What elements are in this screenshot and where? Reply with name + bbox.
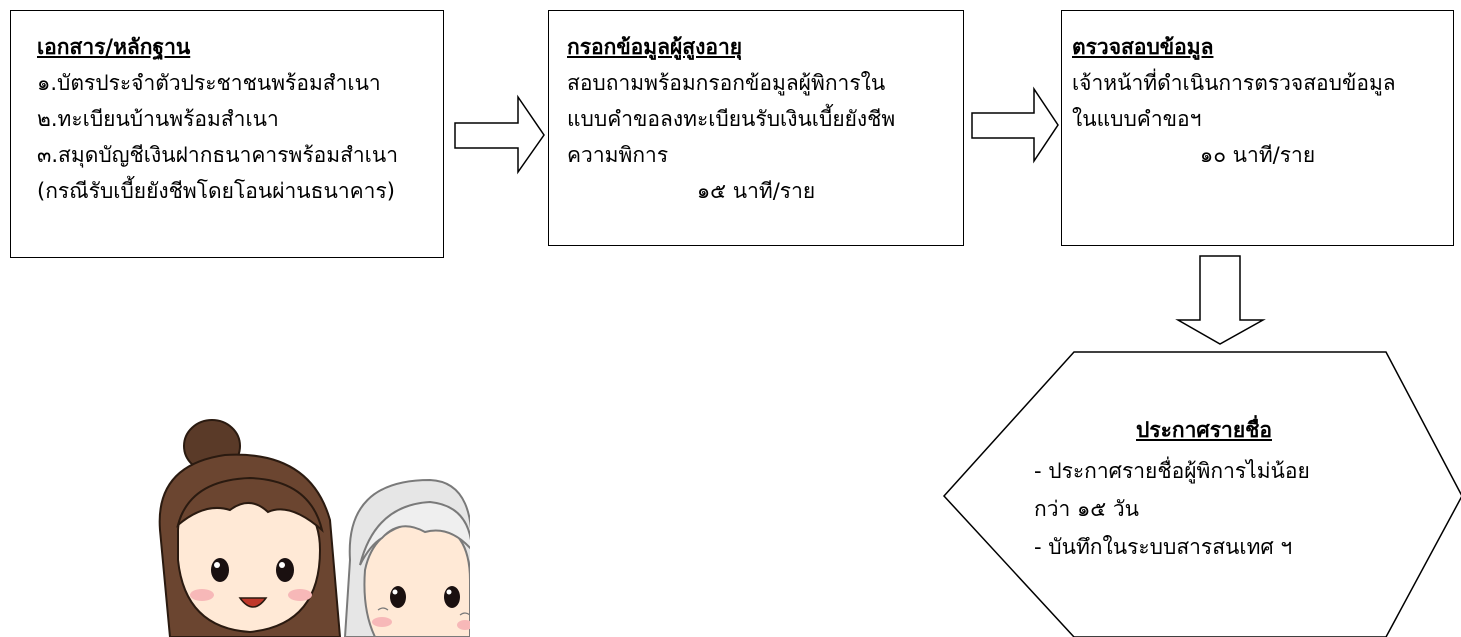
right-arrow-icon xyxy=(971,86,1059,164)
step-line: ๓.สมุดบัญชีเงินฝากธนาคารพร้อมสำเนา xyxy=(37,143,398,167)
announce-hexagon xyxy=(942,351,1461,637)
step-box-documents: เอกสาร/หลักฐาน ๑.บัตรประจำตัวประชาชนพร้อ… xyxy=(10,10,444,258)
step-line: ความพิการ xyxy=(567,143,669,167)
announce-line: กว่า ๑๕ วัน xyxy=(1034,497,1140,521)
step-line: แบบคำขอลงทะเบียนรับเงินเบี้ยยังชีพ xyxy=(567,107,896,131)
step-box-fill-data: กรอกข้อมูลผู้สูงอายุ สอบถามพร้อมกรอกข้อม… xyxy=(548,10,964,246)
step-box-verify: ตรวจสอบข้อมูล เจ้าหน้าที่ดำเนินการตรวจสอ… xyxy=(1061,10,1454,246)
announce-content: ประกาศรายชื่อ - ประกาศรายชื่อผู้พิการไม่… xyxy=(1034,412,1374,566)
step-title: เอกสาร/หลักฐาน xyxy=(37,35,191,59)
step-line: สอบถามพร้อมกรอกข้อมูลผู้พิการใน xyxy=(567,71,886,95)
step-title: กรอกข้อมูลผู้สูงอายุ xyxy=(567,35,743,59)
announce-title: ประกาศรายชื่อ xyxy=(1136,418,1272,442)
caregiver-elder-illustration xyxy=(158,419,470,637)
step-line: เจ้าหน้าที่ดำเนินการตรวจสอบข้อมูล xyxy=(1072,71,1396,95)
step-line: ๒.ทะเบียนบ้านพร้อมสำเนา xyxy=(37,107,279,131)
step-line: ๑.บัตรประจำตัวประชาชนพร้อมสำเนา xyxy=(37,71,381,95)
step-duration: ๑๐ นาที/ราย xyxy=(1199,143,1316,167)
announce-line: - บันทึกในระบบสารสนเทศ ฯ xyxy=(1034,535,1293,559)
step-line: ในแบบคำขอฯ xyxy=(1072,107,1202,131)
down-arrow-icon xyxy=(1175,255,1266,345)
announce-line: - ประกาศรายชื่อผู้พิการไม่น้อย xyxy=(1034,459,1310,483)
step-line: (กรณีรับเบี้ยยังชีพโดยโอนผ่านธนาคาร) xyxy=(37,179,395,203)
right-arrow-icon xyxy=(454,94,545,175)
step-title: ตรวจสอบข้อมูล xyxy=(1072,35,1214,59)
step-duration: ๑๕ นาที/ราย xyxy=(696,179,816,203)
